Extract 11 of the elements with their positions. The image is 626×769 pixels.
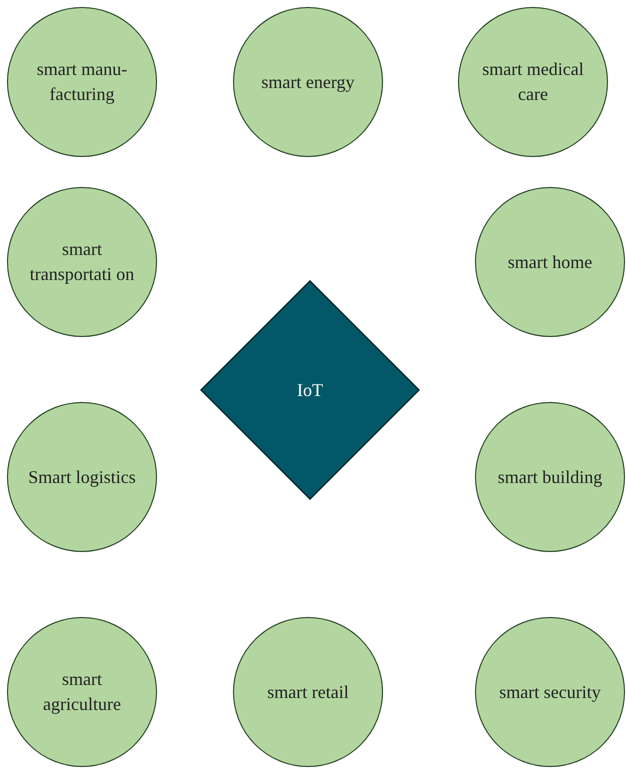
node-label: smart retail [267, 680, 349, 704]
node-label: smart medical care [481, 58, 585, 106]
node-label: smart energy [261, 70, 355, 94]
node-label: smart manu- facturing [36, 58, 128, 106]
node-label: smart agriculture [42, 668, 122, 716]
node-label: Smart logistics [28, 466, 136, 489]
node-label: smart security [499, 680, 601, 704]
node-label: IoT [297, 378, 323, 402]
node-label: smart transportati on [28, 238, 136, 286]
node-label: smart home [508, 250, 592, 274]
node-label: smart building [498, 466, 602, 489]
